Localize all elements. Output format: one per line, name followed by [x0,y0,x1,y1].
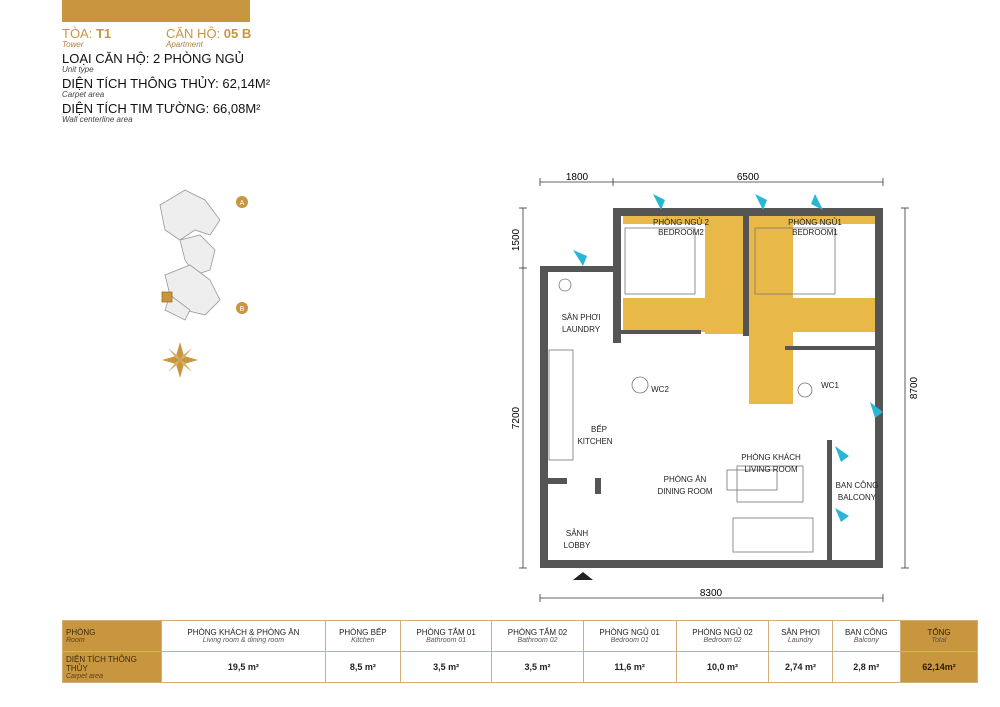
unit-info: TÒA: T1 Tower CĂN HỘ: 05 B Apartment LOẠ… [62,26,382,124]
room-laundry-en: LAUNDRY [562,325,601,334]
room-bedroom2-en: BEDROOM2 [658,228,704,237]
room-living-vn: PHÒNG KHÁCH [741,453,801,462]
value-1: 8,5 m² [324,651,401,683]
dim-bottom: 8300 [700,588,723,599]
room-laundry-vn: SÂN PHƠI [562,313,601,322]
apartment-label-en: Apartment [166,40,203,49]
door-arrow-icons [573,194,883,522]
circulation-area [623,214,879,404]
tower-label-en: Tower [62,40,84,49]
table-row-header: PHÒNG Room [62,620,162,652]
marker-a-icon [236,196,248,208]
apartment-field: CĂN HỘ: 05 B Apartment [166,26,256,49]
room-lobby-en: LOBBY [564,541,591,550]
wall-area-en: Wall centerline area [62,115,133,124]
unit-highlight [161,291,173,303]
marker-b-label: B [240,306,245,313]
wall-area: DIỆN TÍCH TIM TƯỜNG: 66,08M² [62,101,261,116]
room-bedroom2-vn: PHÒNG NGỦ 2 [653,218,710,227]
room-living-en: LIVING ROOM [744,465,798,474]
room-balcony-vn: BAN CÔNG [836,481,879,490]
dim-right: 8700 [909,376,920,399]
marker-b-icon [236,302,248,314]
room-kitchen-vn: BẾP [591,424,607,434]
room-dining-vn: PHÒNG ĂN [664,475,707,484]
carpet-area: DIỆN TÍCH THÔNG THỦY: 62,14M² [62,76,271,91]
value-0: 19,5 m² [161,651,326,683]
value-6: 2,74 m² [768,651,833,683]
unit-type-en: Unit type [62,65,94,74]
floor-plan: 1800 6500 1500 7200 8700 8300 [511,172,920,602]
compass-icon [162,342,198,378]
dim-top-left: 1800 [566,172,589,183]
key-plan: A B [159,189,248,378]
dim-left-top: 1500 [511,228,522,251]
table-area-header: DIỆN TÍCH THÔNG THỦY Carpet area [62,651,162,683]
room-bedroom1-vn: PHÒNG NGỦ1 [788,218,842,227]
carpet-area-en: Carpet area [62,90,105,99]
tower-field: TÒA: T1 Tower [62,26,152,49]
value-7: 2,8 m² [831,651,902,683]
room-lobby-vn: SẢNH [566,529,588,538]
table-value-row: DIỆN TÍCH THÔNG THỦY Carpet area 19,5 m²… [62,651,978,683]
dimension-lines [519,178,909,602]
value-4: 11,6 m² [582,651,677,683]
key-plan-building [159,189,221,321]
value-5: 10,0 m² [675,651,770,683]
unit-type: LOẠI CĂN HỘ: 2 PHÒNG NGỦ [62,51,245,66]
room-wc2: WC2 [651,385,669,394]
room-wc1: WC1 [821,381,839,390]
tower-label: TÒA: [62,26,93,41]
room-bedroom1-en: BEDROOM1 [792,228,838,237]
fixtures [548,227,836,553]
apartment-value: 05 B [223,26,252,41]
value-2: 3,5 m² [399,651,493,683]
value-total: 62,14m² [900,651,978,683]
value-3: 3,5 m² [491,651,584,683]
room-kitchen-en: KITCHEN [577,437,612,446]
dim-top-right: 6500 [737,172,760,183]
walls [540,208,883,568]
room-balcony-en: BALCONY [838,493,877,502]
room-dining-en: DINING ROOM [657,487,712,496]
header-accent-bar [62,0,250,22]
tower-value: T1 [95,26,112,41]
marker-a-label: A [240,200,245,207]
apartment-label: CĂN HỘ: [166,26,221,41]
entrance-icon [573,572,593,580]
dim-left-main: 7200 [511,406,522,429]
